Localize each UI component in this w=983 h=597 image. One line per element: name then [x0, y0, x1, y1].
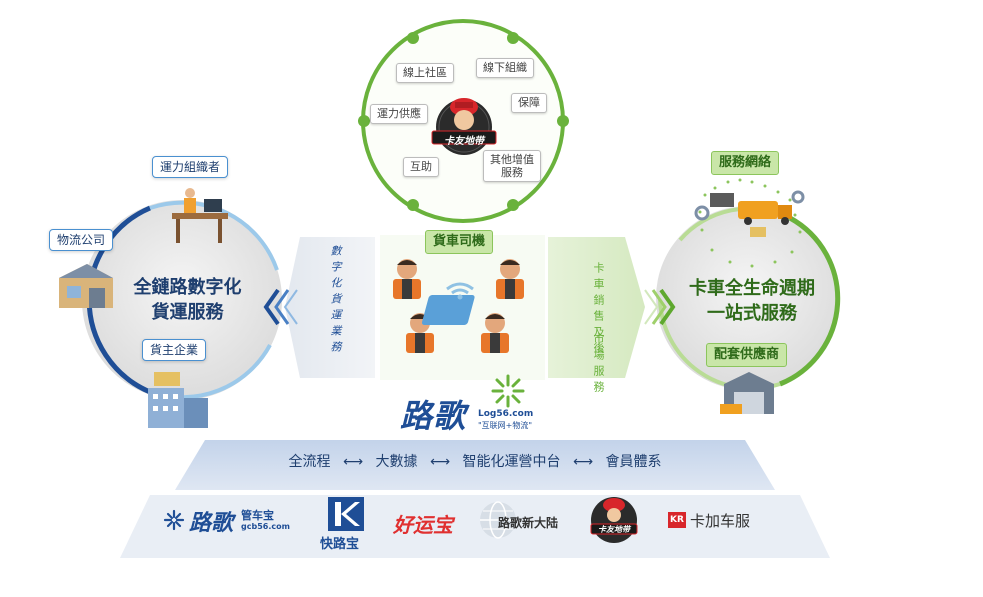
right-chevron-3 — [659, 288, 676, 326]
tag-other-value-added-services: 其他增值 服務 — [483, 150, 541, 182]
right-vertical-label-2: 市場服務 — [592, 333, 605, 397]
factory-illustration — [148, 372, 208, 428]
kuailubao-name: 快路宝 — [320, 537, 360, 552]
kayou-logo-text: 卡友地带 — [444, 136, 484, 147]
kayou-logo: 卡友地带 — [428, 93, 500, 157]
brand-luge-gcb: 路歌 管车宝 gcb56.com — [163, 503, 303, 543]
brand-luge-xindalu: 路歌新大陆 — [478, 500, 578, 544]
gcb-burst-icon — [163, 509, 185, 531]
luge-burst-icon — [491, 374, 525, 408]
right-circle-arc-green — [779, 215, 841, 387]
luge-logo-domain: Log56.com — [478, 409, 534, 419]
kayou-small-name: 卡友地带 — [598, 525, 630, 534]
tag-mutual-aid: 互助 — [403, 157, 439, 177]
right-vertical-label-1: 卡車銷售及後 — [592, 262, 605, 358]
gcb-name: 路歌 — [189, 511, 234, 536]
right-title-line2: 一站式服務 — [707, 303, 797, 324]
tag-capacity-supply: 運力供應 — [370, 104, 428, 124]
wifi-tablet-icon — [421, 282, 475, 325]
tag-service-network: 服務網絡 — [711, 151, 780, 175]
platform-sep-2: ⟷ — [429, 454, 451, 470]
platform-item-smart-ops: 智能化運營中台 — [462, 454, 561, 470]
kayou-logo-graphic — [431, 98, 497, 155]
tag-capacity-organizer: 運力組織者 — [152, 156, 229, 178]
supplier-warehouse-illustration — [720, 372, 774, 414]
globe-icon — [480, 501, 516, 539]
kayou-small-logo-graphic — [590, 497, 638, 543]
warehouse-illustration — [59, 264, 113, 308]
platform-sep-3: ⟷ — [572, 454, 594, 470]
kajia-badge: KR — [668, 512, 686, 528]
green-dots — [698, 178, 802, 268]
right-title-line1: 卡車全生命週期 — [689, 278, 815, 299]
left-chevron-3 — [283, 289, 298, 325]
left-circle-title: 全鏈路數字化 貨運服務 — [115, 275, 260, 325]
platform-sep-1: ⟷ — [342, 454, 364, 470]
right-chevron-1 — [644, 289, 659, 325]
luge-logo: 路歌 Log56.com "互联网+物流" — [400, 373, 550, 435]
left-circle-arc-light — [149, 200, 279, 271]
right-connector-band — [548, 237, 645, 378]
gcb-domain: gcb56.com — [241, 522, 290, 531]
kuailubao-k-icon — [328, 497, 364, 531]
right-chevron-2 — [651, 289, 667, 325]
drivers-label: 貨車司機 — [425, 230, 494, 254]
brand-kayou-didai: 卡友地带 — [588, 495, 640, 545]
luge-logo-name: 路歌 — [400, 397, 467, 435]
driver-icon-4 — [481, 313, 509, 353]
brand-kajia-chefu: KR 卡加车服 — [668, 510, 768, 534]
platform-item-big-data: 大數據 — [375, 454, 418, 470]
tag-online-community: 線上社區 — [396, 63, 454, 83]
top-circle-nodes — [358, 32, 569, 211]
tag-shipper-enterprise: 貨主企業 — [142, 339, 207, 361]
left-circle-bg — [82, 200, 282, 400]
tag-offline-organization: 線下組織 — [476, 58, 534, 78]
tag-supporting-suppliers: 配套供應商 — [706, 343, 788, 367]
left-chevron-2 — [274, 289, 290, 325]
truck-drivers-illustration — [393, 259, 524, 353]
brand-haoyunbao: 好运宝 — [393, 513, 453, 537]
platform-top-band — [175, 440, 775, 490]
gcb-suffix: 管车宝 — [241, 509, 274, 522]
right-circle-title: 卡車全生命週期 一站式服務 — [672, 276, 832, 326]
brand-kuailubao: 快路宝 — [318, 497, 378, 553]
kajia-name: 卡加车服 — [690, 512, 751, 530]
right-circle-bg — [656, 206, 840, 390]
platform-bottom-band — [120, 495, 830, 558]
left-chevron-1 — [263, 288, 280, 326]
tag-logistics-company: 物流公司 — [49, 229, 114, 251]
desk-worker-illustration — [172, 188, 228, 243]
platform-row: 全流程 ⟷ 大數據 ⟷ 智能化運營中台 ⟷ 會員體系 — [175, 451, 775, 471]
left-title-line2: 貨運服務 — [151, 302, 224, 323]
xindalu-name: 路歌新大陆 — [498, 516, 559, 530]
driver-icon-1 — [393, 259, 421, 299]
luge-logo-slogan: "互联网+物流" — [478, 421, 533, 430]
truck-service-illustration — [694, 190, 805, 237]
driver-icon-2 — [496, 259, 524, 299]
left-connector-band — [285, 237, 375, 378]
tag-insurance: 保障 — [511, 93, 547, 113]
left-title-line1: 全鏈路數字化 — [133, 277, 242, 298]
platform-item-full-process: 全流程 — [288, 454, 331, 470]
platform-item-membership: 會員體系 — [605, 454, 662, 470]
left-vertical-label: 數字化貨運業務 — [329, 245, 342, 357]
